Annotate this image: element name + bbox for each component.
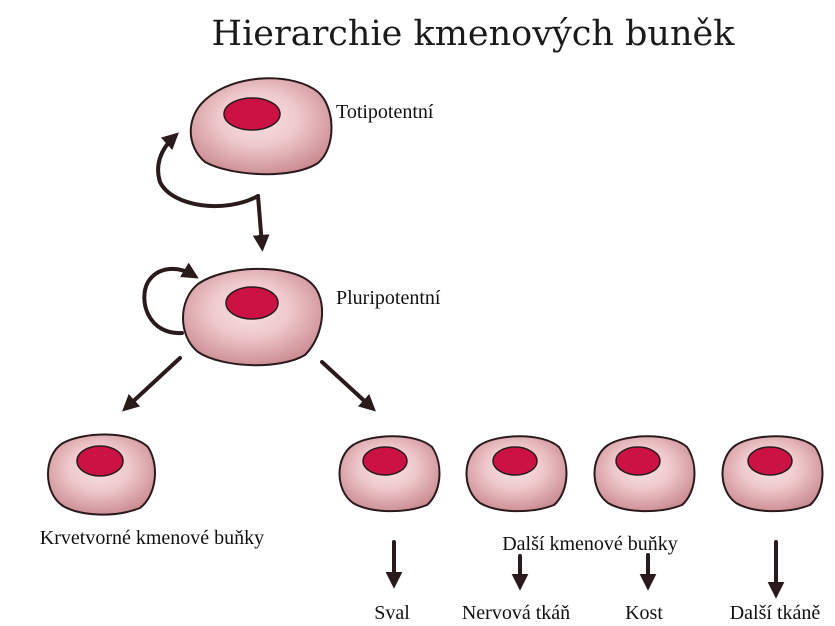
- arrow-pluripotent-to-other-stem: [322, 362, 371, 407]
- cell-hematopoietic: [48, 434, 155, 514]
- arrow-pluripotent-to-hematopoietic: [127, 358, 180, 407]
- label-nerve-tissue: Nervová tkáň: [462, 602, 570, 624]
- cell-bone-stem: [595, 436, 695, 511]
- cell-pluripotent: [183, 269, 322, 365]
- label-other-tissues: Další tkáně: [730, 602, 821, 624]
- cell-other-stem: [723, 436, 823, 511]
- label-muscle: Sval: [374, 602, 410, 624]
- label-other-stem-cells: Další kmenové buňky: [502, 533, 678, 555]
- label-hematopoietic: Krvetvorné kmenové buňky: [40, 527, 264, 549]
- arrow-totipotent-to-pluripotent: [258, 196, 262, 245]
- cell-totipotent: [191, 78, 332, 174]
- cell-nerve-stem: [467, 436, 567, 511]
- label-bone: Kost: [625, 602, 663, 624]
- label-totipotent: Totipotentní: [336, 101, 434, 123]
- cell-muscle-stem: [340, 436, 440, 511]
- diagram-title: Hierarchie kmenových buněk: [212, 14, 736, 54]
- label-pluripotent: Pluripotentní: [336, 287, 441, 309]
